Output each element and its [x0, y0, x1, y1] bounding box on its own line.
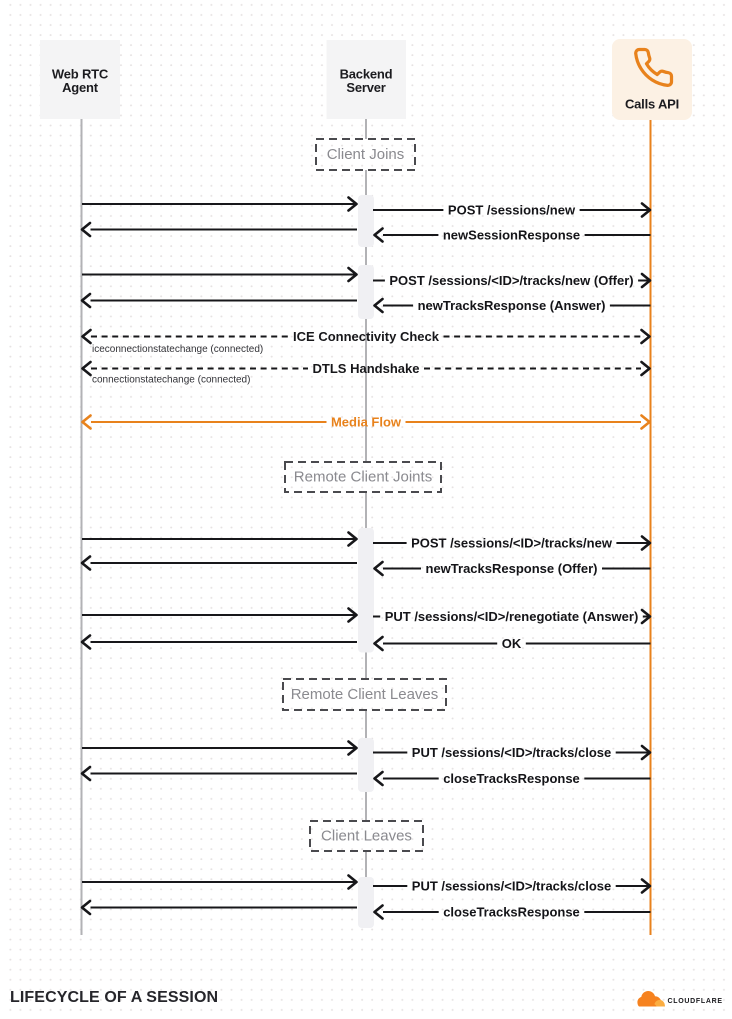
svg-text:Agent: Agent [62, 80, 99, 95]
svg-text:Remote Client Leaves: Remote Client Leaves [291, 686, 439, 703]
svg-text:OK: OK [502, 636, 522, 651]
svg-text:newTracksResponse (Answer): newTracksResponse (Answer) [418, 298, 606, 313]
svg-text:Web RTC: Web RTC [52, 67, 109, 82]
svg-text:CLOUDFLARE: CLOUDFLARE [668, 998, 723, 1005]
svg-text:PUT /sessions/<ID>/renegotiate: PUT /sessions/<ID>/renegotiate (Answer) [385, 609, 639, 624]
svg-text:POST /sessions/new: POST /sessions/new [448, 203, 576, 218]
svg-text:POST /sessions/<ID>/tracks/new: POST /sessions/<ID>/tracks/new [411, 536, 613, 551]
svg-text:iceconnectionstatechange (conn: iceconnectionstatechange (connected) [92, 344, 263, 355]
svg-text:Server: Server [346, 80, 385, 95]
svg-text:DTLS Handshake: DTLS Handshake [313, 361, 420, 376]
svg-text:closeTracksResponse: closeTracksResponse [443, 771, 580, 786]
svg-text:PUT /sessions/<ID>/tracks/clos: PUT /sessions/<ID>/tracks/close [412, 745, 611, 760]
svg-text:LIFECYCLE OF A SESSION: LIFECYCLE OF A SESSION [10, 989, 218, 1006]
svg-text:closeTracksResponse: closeTracksResponse [443, 905, 580, 920]
svg-text:PUT /sessions/<ID>/tracks/clos: PUT /sessions/<ID>/tracks/close [412, 879, 611, 894]
svg-text:Remote Client Joints: Remote Client Joints [294, 469, 432, 486]
svg-text:Calls API: Calls API [625, 97, 679, 112]
svg-text:newTracksResponse (Offer): newTracksResponse (Offer) [426, 561, 598, 576]
svg-text:ICE Connectivity Check: ICE Connectivity Check [293, 329, 440, 344]
svg-text:Client Leaves: Client Leaves [321, 828, 412, 845]
svg-text:Client Joins: Client Joins [327, 146, 405, 163]
svg-text:Backend: Backend [340, 67, 393, 82]
svg-text:Media Flow: Media Flow [331, 415, 402, 430]
svg-text:POST /sessions/<ID>/tracks/new: POST /sessions/<ID>/tracks/new (Offer) [389, 273, 633, 288]
svg-text:newSessionResponse: newSessionResponse [443, 228, 580, 243]
svg-text:connectionstatechange (connect: connectionstatechange (connected) [92, 375, 250, 386]
